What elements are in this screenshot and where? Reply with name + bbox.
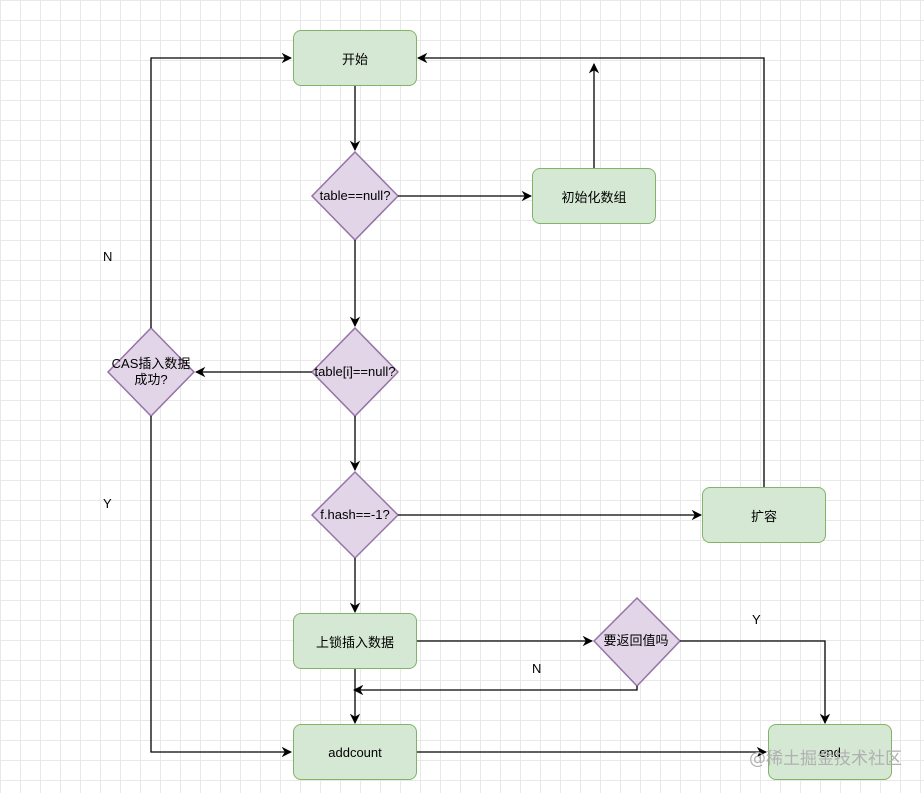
- edge-return-no: [352, 684, 638, 696]
- decision-table-i-null-label: table[i]==null?: [314, 364, 396, 379]
- edge-cas-no-to-start: [150, 52, 293, 328]
- decision-f-hash-label: f.hash==-1?: [320, 507, 390, 522]
- edge-return-yes-to-end: [680, 640, 831, 725]
- decision-table-null-label: table==null?: [319, 188, 391, 203]
- watermark: @稀土掘金技术社区: [749, 749, 902, 769]
- edge-resize-to-start: [416, 52, 765, 487]
- node-addcount[interactable]: addcount: [293, 724, 417, 780]
- decision-cas-insert-label: CAS插入数据 成功?: [112, 356, 191, 388]
- node-init-array[interactable]: 初始化数组: [532, 168, 656, 224]
- edge-label-cas-no: N: [103, 249, 113, 264]
- edge-label-return-no: N: [532, 661, 542, 676]
- node-end[interactable]: end: [768, 724, 892, 780]
- node-lock-insert[interactable]: 上锁插入数据: [293, 613, 417, 669]
- node-start[interactable]: 开始: [293, 30, 417, 86]
- edge-label-return-yes: Y: [752, 612, 761, 627]
- edge-label-cas-yes: Y: [103, 496, 112, 511]
- decision-cas-insert-line2: 成功?: [134, 372, 168, 387]
- node-resize[interactable]: 扩容: [702, 487, 826, 543]
- decision-cas-insert-line1: CAS插入数据: [111, 356, 191, 371]
- decision-return-value-label: 要返回值吗: [603, 633, 669, 648]
- edge-cas-yes-to-addcount: [150, 416, 293, 758]
